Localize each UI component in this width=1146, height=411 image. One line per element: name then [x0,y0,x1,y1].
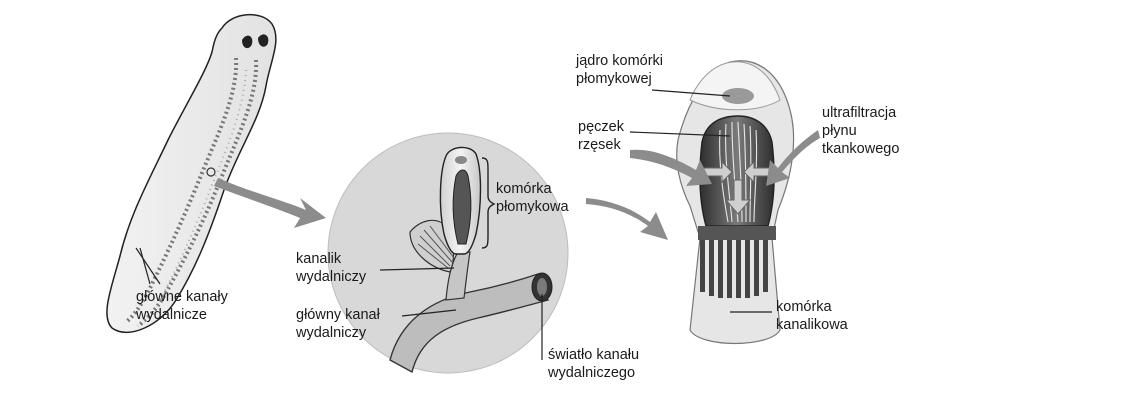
excretory-canal-left [124,57,239,324]
pointer-line [629,131,731,137]
label-canal-lumen: światło kanału wydalniczego [548,347,640,381]
flame-cell-nucleus [455,156,467,164]
side-cilia [417,225,455,269]
ultrafiltration-arrow-right [766,130,820,186]
pointer-line [135,247,161,285]
label-ultrafiltration: ultrafiltracja płynu tkankowego [822,105,900,157]
branch-network [159,69,247,301]
nucleus [722,88,754,104]
flame-cell-section [629,60,820,344]
magnify-arrow [586,198,668,240]
label-tubule: kanalik wydalniczy [296,251,367,285]
pointer-line [379,267,455,271]
magnify-arrow [214,178,326,228]
label-flame-cell: komórka płomykowa [496,181,569,215]
inner-chamber [699,115,775,227]
pointer-line [651,89,731,97]
label-cilia-tuft: pęczek rzęsek [578,119,624,153]
zoom-marker [206,167,216,177]
excretory-canal-right [136,59,259,328]
planarian-worm [106,13,277,333]
pointer-line [401,309,457,317]
label-tubule-cell: komórka kanalikowa [776,299,848,333]
pointer-line [139,247,151,285]
eye-spot [258,34,269,47]
ultrafiltration-arrow-left [630,149,712,186]
rod-cage [698,226,776,298]
canal-lumen-inner [537,278,547,296]
tubule [445,251,471,301]
flame-cell-cilia [452,169,472,245]
label-main-canal: główny kanał wydalniczy [296,307,380,341]
protonephridium-detail [327,132,569,374]
label-flame-nucleus: jądro komórki płomykowej [576,53,664,87]
label-main-canals: główne kanały wydalnicze [136,289,228,323]
flame-cell-bracket [481,157,496,249]
eye-spot [242,35,253,49]
